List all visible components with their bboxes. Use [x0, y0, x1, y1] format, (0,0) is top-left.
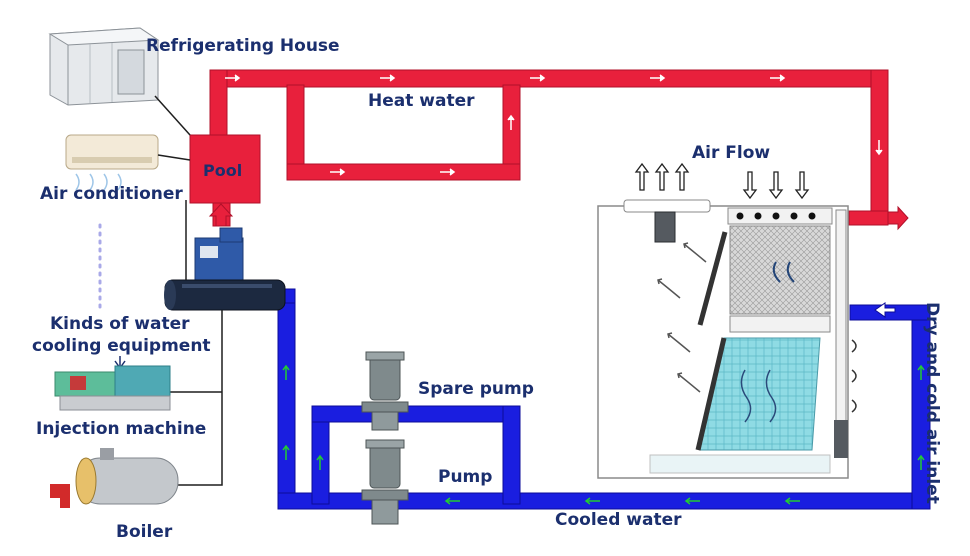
pool-up-arrow [208, 203, 234, 227]
water-cooling-equipment-image [164, 227, 286, 311]
boiler-image [50, 448, 179, 508]
injection-machine-label: Injection machine [36, 419, 206, 439]
refrigerating-house-image [48, 27, 160, 106]
spare-pump-image [361, 351, 409, 431]
heat-water-label: Heat water [368, 91, 475, 111]
air-flow-label: Air Flow [692, 143, 770, 163]
spare-pump-label: Spare pump [418, 379, 534, 399]
pool-box: Pool [189, 134, 261, 204]
kinds-of-water-label-line1: Kinds of water [50, 314, 190, 334]
dry-cold-air-inlet-label: Dry and cold air inlet [922, 302, 942, 504]
air-flow-arrows [634, 162, 810, 200]
equipment-connector-lines [154, 95, 223, 486]
boiler-label: Boiler [116, 522, 173, 542]
air-conditioner-label: Air conditioner [40, 184, 183, 204]
pump-image [361, 439, 409, 525]
kinds-of-water-label-line2: cooling equipment [32, 336, 211, 356]
hot-water-pipe [209, 69, 889, 227]
hot-pipe-flow-arrows [225, 74, 883, 176]
refrigerating-house-label: Refrigerating House [146, 36, 340, 56]
cooled-water-label: Cooled water [555, 510, 682, 530]
pool-label: Pool [203, 161, 242, 180]
pump-label: Pump [438, 467, 492, 487]
hot-outlet-arrow [887, 205, 909, 231]
cooling-tower [597, 199, 857, 479]
cooled-water-pipe [249, 288, 931, 510]
injection-machine-image [54, 365, 171, 411]
air-conditioner-image [65, 134, 159, 191]
cold-inlet-arrow [874, 302, 896, 318]
